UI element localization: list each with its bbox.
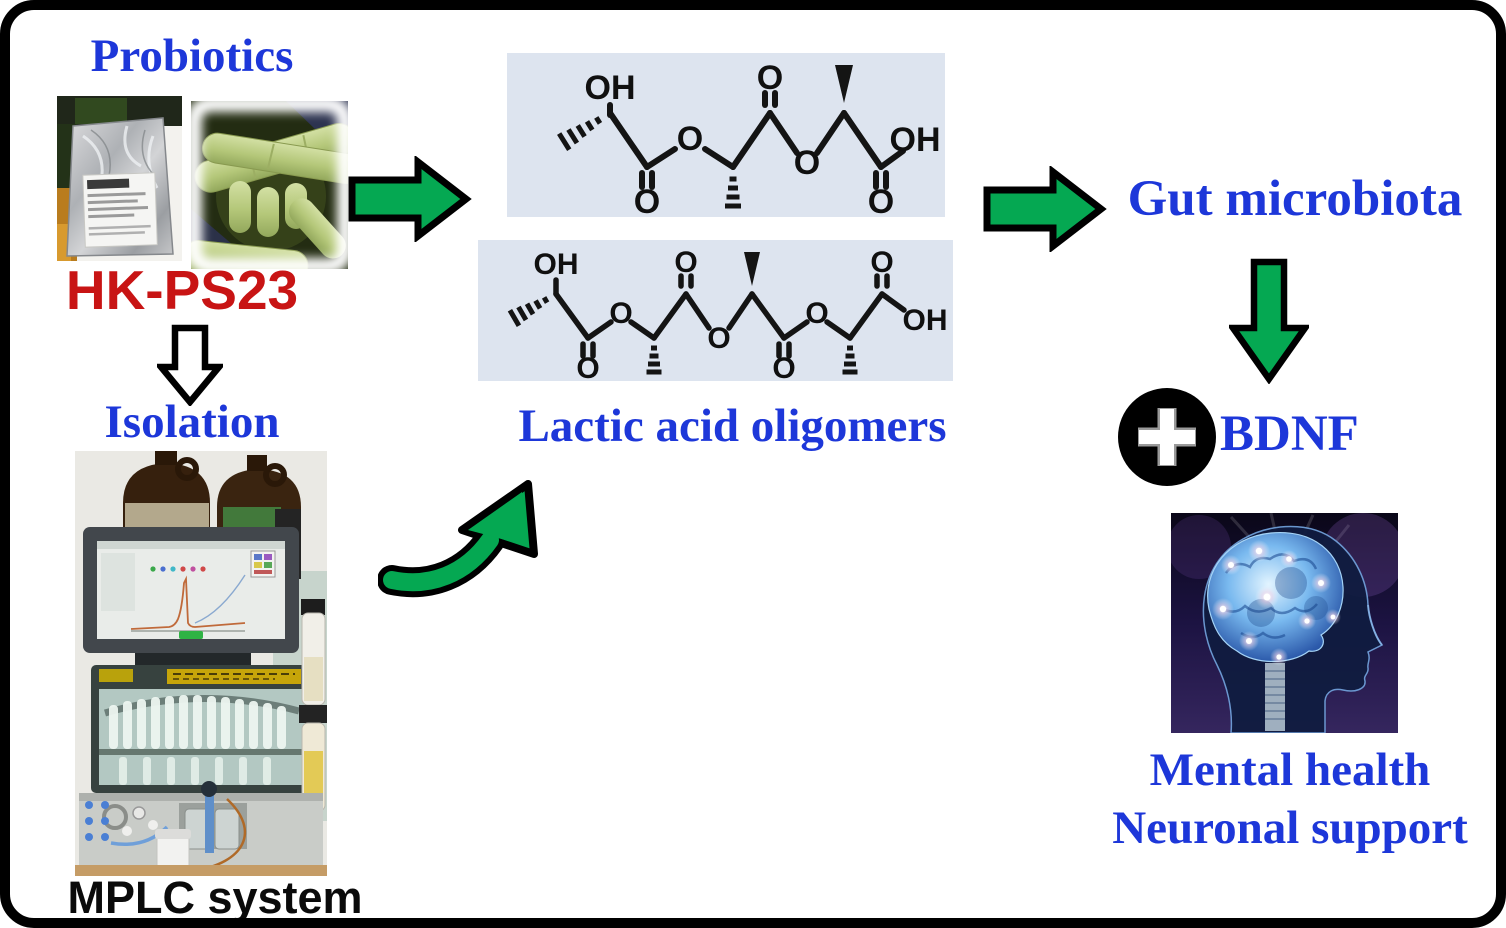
lactic-trimer-structure: OH O O O (507, 53, 945, 217)
svg-text:O: O (805, 297, 828, 330)
svg-text:OH: OH (903, 304, 948, 337)
green-arrow-right-2-icon (983, 166, 1107, 252)
mplc-instrument-photo (75, 451, 327, 876)
strain-label: HK-PS23 (65, 259, 299, 321)
svg-text:O: O (609, 297, 632, 330)
brain-photo (1171, 513, 1398, 733)
lactic-tetramer-structure: OH O O O (478, 240, 953, 381)
svg-text:O: O (674, 246, 697, 279)
probiotics-label: Probiotics (90, 30, 294, 82)
svg-text:O: O (707, 322, 730, 355)
svg-text:O: O (677, 120, 703, 158)
green-arrow-down-icon (1229, 258, 1309, 384)
isolation-label: Isolation (104, 396, 280, 448)
bacteria-micrograph-photo (191, 101, 348, 269)
gut-microbiota-label: Gut microbiota (1127, 171, 1463, 227)
bdnf-label: BDNF (1220, 406, 1359, 462)
down-arrow-outline-icon (157, 324, 223, 406)
svg-text:O: O (757, 59, 783, 97)
svg-text:OH: OH (534, 248, 579, 281)
svg-text:O: O (772, 352, 795, 381)
svg-text:OH: OH (585, 69, 636, 107)
svg-text:O: O (870, 246, 893, 279)
svg-text:O: O (868, 183, 894, 217)
neuronal-support-label: Neuronal support (1112, 802, 1468, 854)
svg-text:O: O (576, 352, 599, 381)
oligomers-label: Lactic acid oligomers (518, 400, 947, 452)
mental-health-label: Mental health (1149, 744, 1431, 796)
probiotic-bag-photo (57, 96, 182, 261)
green-arrow-right-1-icon (348, 156, 472, 242)
svg-text:O: O (634, 183, 660, 217)
plus-circle-icon (1116, 386, 1218, 488)
curved-green-arrow-icon (378, 478, 540, 598)
mplc-label: MPLC system (67, 872, 363, 923)
svg-text:OH: OH (890, 121, 941, 159)
